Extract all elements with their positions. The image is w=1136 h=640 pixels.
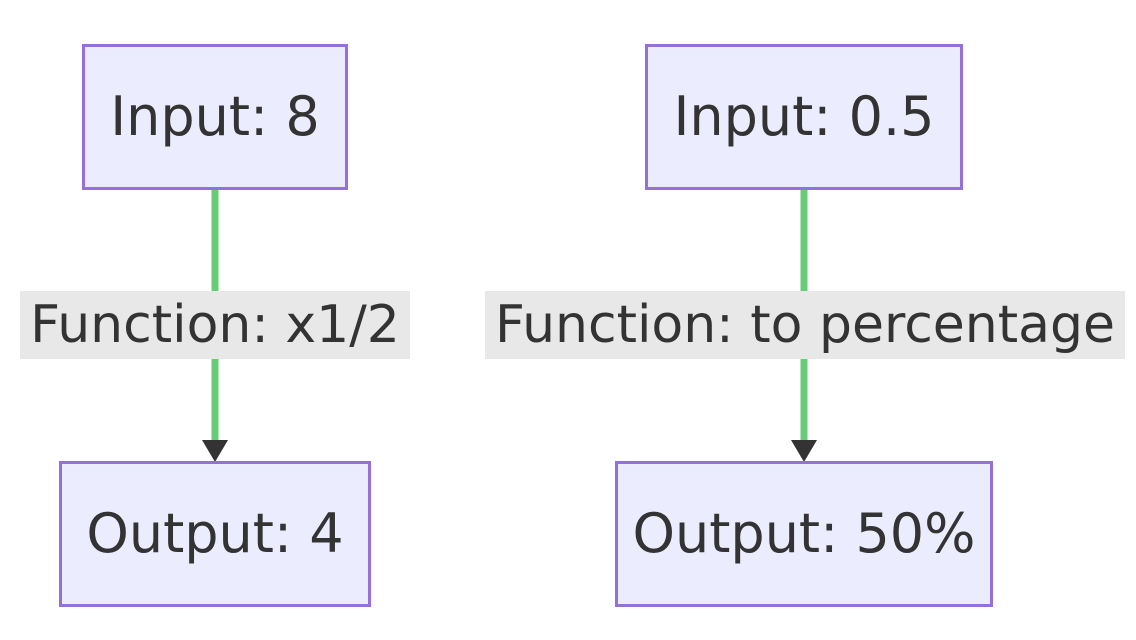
arrowhead-icon bbox=[202, 440, 228, 462]
function-label-flow-2: Function: to percentage bbox=[485, 291, 1125, 359]
input-node-flow-1: Input: 8 bbox=[82, 44, 348, 190]
node-label: Output: 50% bbox=[632, 502, 976, 565]
node-label: Input: 8 bbox=[110, 85, 320, 148]
node-label: Input: 0.5 bbox=[673, 85, 935, 148]
function-label-flow-1: Function: x1/2 bbox=[20, 291, 410, 359]
arrowhead-icon bbox=[791, 440, 817, 462]
node-label: Output: 4 bbox=[86, 502, 344, 565]
input-node-flow-2: Input: 0.5 bbox=[645, 44, 963, 190]
output-node-flow-1: Output: 4 bbox=[59, 461, 371, 607]
output-node-flow-2: Output: 50% bbox=[615, 461, 993, 607]
